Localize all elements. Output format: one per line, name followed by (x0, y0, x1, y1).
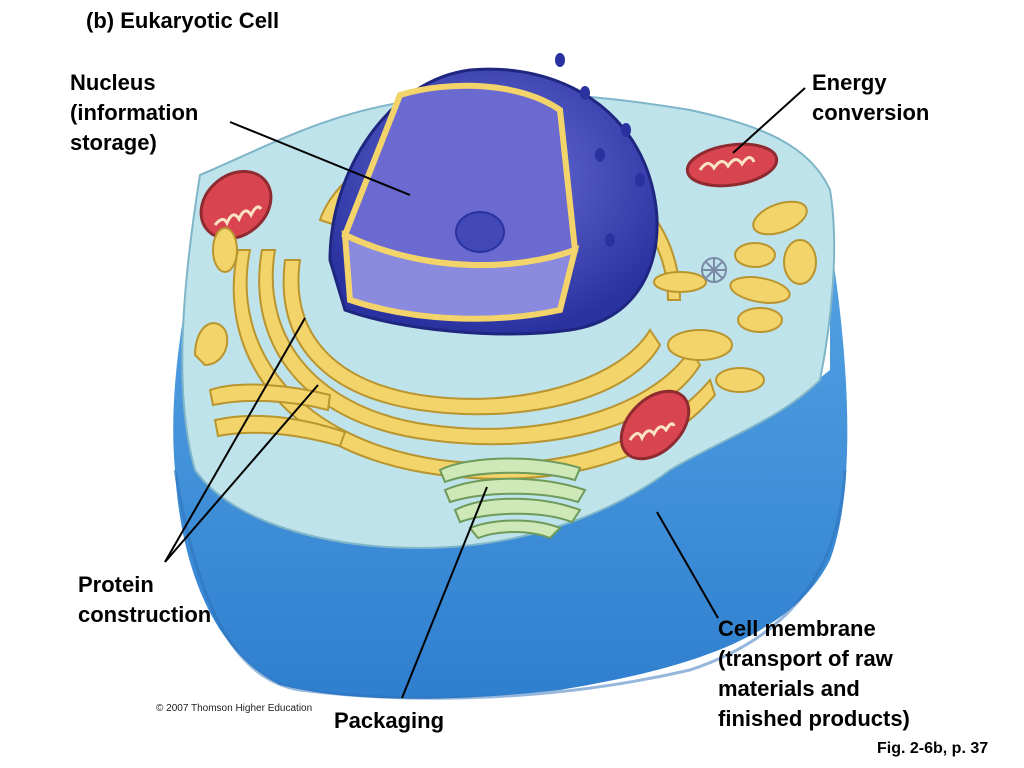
mitochondrion-left (199, 169, 273, 241)
cell-membrane-label: Cell membrane (transport of raw material… (718, 614, 910, 734)
membrane-label-line: Cell membrane (718, 616, 876, 641)
membrane-label-line: (transport of raw (718, 646, 893, 671)
leader-line-nucleus (229, 121, 411, 196)
copyright-notice: © 2007 Thomson Higher Education (156, 703, 313, 714)
membrane-label-line: materials and (718, 676, 860, 701)
nucleus-label-line: (information (70, 100, 199, 125)
leader-line-packaging (401, 486, 488, 699)
leader-lines (164, 87, 806, 699)
rough-er (208, 148, 717, 480)
nucleus-label: Nucleus (information storage) (70, 68, 198, 158)
mitochondrion-bottom-right (619, 389, 691, 461)
mitochondrion-top-right (685, 142, 779, 188)
leader-line-energy (732, 87, 806, 154)
energy-label-line: conversion (812, 100, 930, 125)
centriole (701, 257, 727, 283)
nucleus-label-line: Nucleus (70, 70, 156, 95)
nucleus (328, 53, 659, 336)
golgi-apparatus (438, 457, 587, 540)
energy-label-line: Energy (812, 70, 887, 95)
energy-conversion-label: Energy conversion (812, 68, 929, 128)
packaging-label: Packaging (334, 708, 445, 733)
cell-membrane (173, 175, 848, 700)
protein-construction-label: Protein construction (78, 570, 211, 630)
leader-line-protein-1 (164, 317, 306, 563)
membrane-label-line: finished products) (718, 706, 910, 731)
nucleus-label-line: storage) (70, 130, 157, 155)
vesicles (193, 200, 817, 393)
leader-line-membrane (656, 511, 719, 619)
protein-label-line: Protein (78, 572, 154, 597)
figure-title: (b) Eukaryotic Cell (86, 8, 280, 33)
protein-label-line: construction (78, 602, 212, 627)
mitochondria (199, 142, 779, 461)
figure-reference: Fig. 2-6b, p. 37 (877, 740, 989, 757)
leader-line-protein-2 (164, 384, 319, 563)
